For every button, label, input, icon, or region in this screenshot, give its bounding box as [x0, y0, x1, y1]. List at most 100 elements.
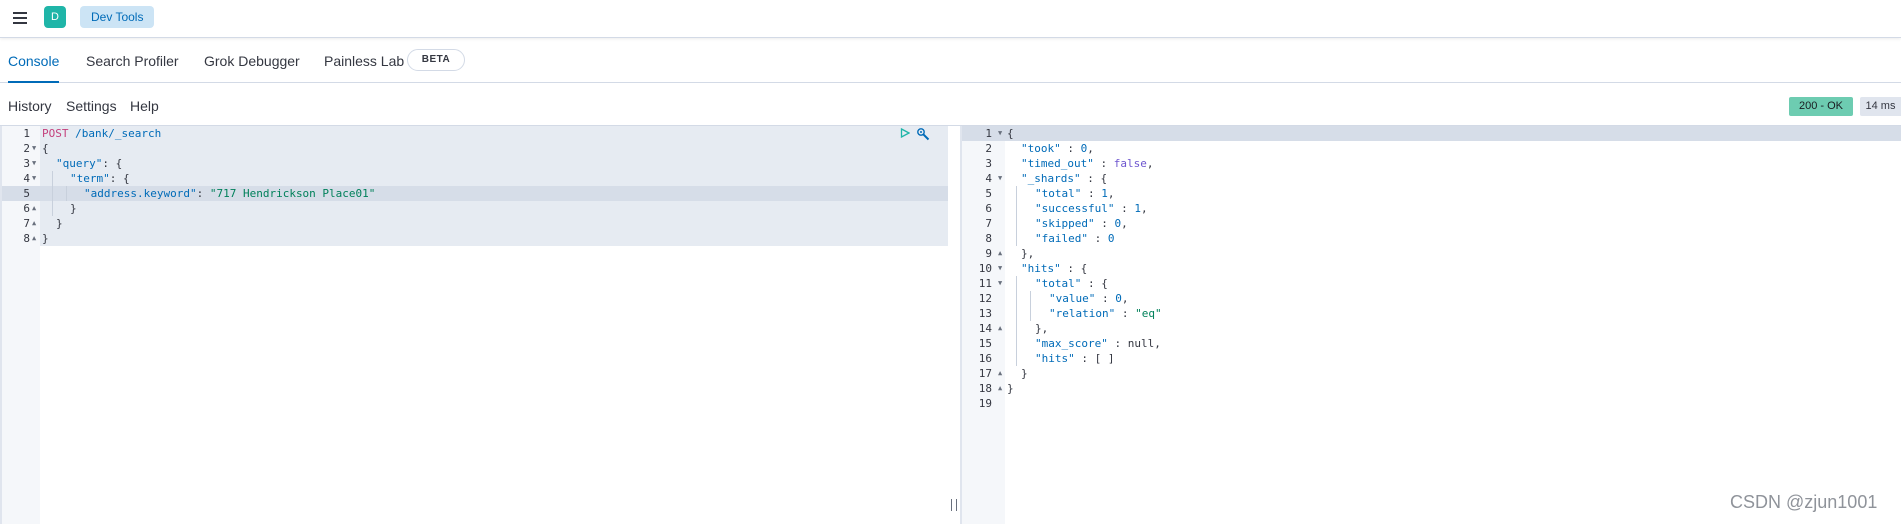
- shards-successful-value: 1: [1134, 202, 1141, 215]
- hits-array-value: [ ]: [1094, 352, 1115, 365]
- request-code[interactable]: POST /bank/_search { "query": { "term": …: [40, 126, 948, 524]
- tab-painless-lab[interactable]: Painless Lab: [324, 53, 405, 69]
- fold-down-icon[interactable]: ▼: [32, 144, 37, 152]
- took-value: 0: [1080, 142, 1088, 155]
- term-value: 717 Hendrickson Place01: [216, 187, 369, 200]
- code-line: "total" : 1,: [1035, 187, 1115, 200]
- tab-console[interactable]: Console: [8, 39, 60, 83]
- line-number: 12: [978, 292, 992, 305]
- code-line: "took" : 0,: [1021, 142, 1094, 155]
- top-header: D Dev Tools: [0, 0, 1901, 38]
- line-number: 14: [978, 322, 992, 335]
- breadcrumb-dev-tools[interactable]: Dev Tools: [80, 6, 155, 28]
- fold-up-icon[interactable]: ▲: [998, 369, 1003, 377]
- pane-resizer[interactable]: [948, 126, 960, 524]
- indent-guide: [66, 186, 67, 201]
- fold-down-icon[interactable]: ▼: [32, 174, 37, 182]
- line-number: 3: [985, 157, 992, 170]
- line-number: 1: [985, 127, 992, 140]
- menu-icon[interactable]: [10, 7, 32, 29]
- code-line: }: [1007, 382, 1014, 395]
- code-line: "value" : 0,: [1049, 292, 1129, 305]
- indent-guide: [1016, 186, 1017, 246]
- fold-up-icon[interactable]: ▲: [32, 234, 37, 242]
- settings-link[interactable]: Settings: [66, 98, 117, 114]
- fold-down-icon[interactable]: ▼: [998, 264, 1003, 272]
- code-line: "query": {: [56, 157, 123, 170]
- resizer-handle-icon[interactable]: [951, 499, 957, 511]
- fold-down-icon[interactable]: ▼: [32, 159, 37, 167]
- line-number: 2: [985, 142, 992, 155]
- history-link[interactable]: History: [8, 98, 52, 114]
- hits-total-value: 0: [1115, 292, 1122, 305]
- request-time-badge: 14 ms: [1860, 97, 1901, 116]
- fold-down-icon[interactable]: ▼: [998, 174, 1003, 182]
- code-line: "hits" : {: [1021, 262, 1088, 275]
- console-editors: 1 2 ▼ 3 ▼ 4 ▼ 5 6 ▲ 7 ▲ 8 ▲ POST /bank/_…: [0, 125, 1901, 524]
- timed-out-value: false: [1113, 157, 1147, 170]
- play-icon[interactable]: [900, 128, 910, 138]
- gutter-active-line: [2, 186, 40, 201]
- line-number: 18: [978, 382, 992, 395]
- code-line: "timed_out" : false,: [1021, 157, 1154, 170]
- indent-guide: [1016, 276, 1017, 366]
- indent-guide: [1030, 291, 1031, 321]
- line-number: 6: [985, 202, 992, 215]
- code-line: "skipped" : 0,: [1035, 217, 1128, 230]
- code-line: "relation" : "eq": [1049, 307, 1162, 320]
- fold-up-icon[interactable]: ▲: [32, 219, 37, 227]
- code-line: {: [1007, 127, 1014, 140]
- request-editor[interactable]: 1 2 ▼ 3 ▼ 4 ▼ 5 6 ▲ 7 ▲ 8 ▲ POST /bank/_…: [0, 126, 948, 524]
- line-number: 8: [23, 232, 30, 245]
- max-score-value: null: [1127, 337, 1155, 350]
- code-line: "failed" : 0: [1035, 232, 1115, 245]
- code-line: },: [1021, 247, 1035, 260]
- line-number: 9: [985, 247, 992, 260]
- code-line: "_shards" : {: [1021, 172, 1108, 185]
- request-method: POST: [42, 127, 69, 140]
- line-number: 3: [23, 157, 30, 170]
- line-number: 16: [978, 352, 992, 365]
- line-number: 6: [23, 202, 30, 215]
- wrench-icon[interactable]: [916, 127, 930, 141]
- response-gutter: 1 ▼ 2 3 4 ▼ 5 6 7 8 9 ▲ 10 ▼ 11 ▼ 12 13 …: [960, 126, 1005, 524]
- dev-tools-tabs: Console Search Profiler Grok Debugger Pa…: [0, 39, 1901, 83]
- gutter-active-line: [962, 126, 1005, 141]
- code-line: "max_score" : null,: [1035, 337, 1161, 350]
- fold-up-icon[interactable]: ▲: [32, 204, 37, 212]
- code-line: "hits" : [ ]: [1035, 352, 1115, 365]
- console-toolbar: History Settings Help 200 - OK 14 ms: [0, 84, 1901, 125]
- response-viewer[interactable]: 1 ▼ 2 3 4 ▼ 5 6 7 8 9 ▲ 10 ▼ 11 ▼ 12 13 …: [960, 126, 1901, 524]
- response-code[interactable]: { "took" : 0, "timed_out" : false, "_sha…: [1005, 126, 1901, 524]
- code-line: }: [42, 232, 49, 245]
- watermark: CSDN @zjun1001: [1730, 492, 1878, 512]
- fold-down-icon[interactable]: ▼: [998, 129, 1003, 137]
- code-line: "total" : {: [1035, 277, 1108, 290]
- request-gutter: 1 2 ▼ 3 ▼ 4 ▼ 5 6 ▲ 7 ▲ 8 ▲: [0, 126, 40, 524]
- line-number: 2: [23, 142, 30, 155]
- line-number: 7: [985, 217, 992, 230]
- status-badge: 200 - OK: [1789, 97, 1853, 116]
- space-avatar[interactable]: D: [44, 6, 66, 28]
- tab-search-profiler[interactable]: Search Profiler: [86, 53, 179, 69]
- line-number: 11: [978, 277, 992, 290]
- line-number: 5: [23, 187, 30, 200]
- fold-down-icon[interactable]: ▼: [998, 279, 1003, 287]
- line-number: 1: [23, 127, 30, 140]
- line-number: 8: [985, 232, 992, 245]
- line-number: 13: [978, 307, 992, 320]
- beta-badge: BETA: [407, 49, 465, 71]
- line-number: 4: [985, 172, 992, 185]
- line-number: 17: [978, 367, 992, 380]
- line-number: 4: [23, 172, 30, 185]
- code-line: },: [1035, 322, 1049, 335]
- help-link[interactable]: Help: [130, 98, 159, 114]
- shards-skipped-value: 0: [1114, 217, 1122, 230]
- fold-up-icon[interactable]: ▲: [998, 324, 1003, 332]
- tab-grok-debugger[interactable]: Grok Debugger: [204, 53, 300, 69]
- code-line: }: [70, 202, 77, 215]
- line-number: 15: [978, 337, 992, 350]
- fold-up-icon[interactable]: ▲: [998, 384, 1003, 392]
- line-number: 10: [978, 262, 992, 275]
- fold-up-icon[interactable]: ▲: [998, 249, 1003, 257]
